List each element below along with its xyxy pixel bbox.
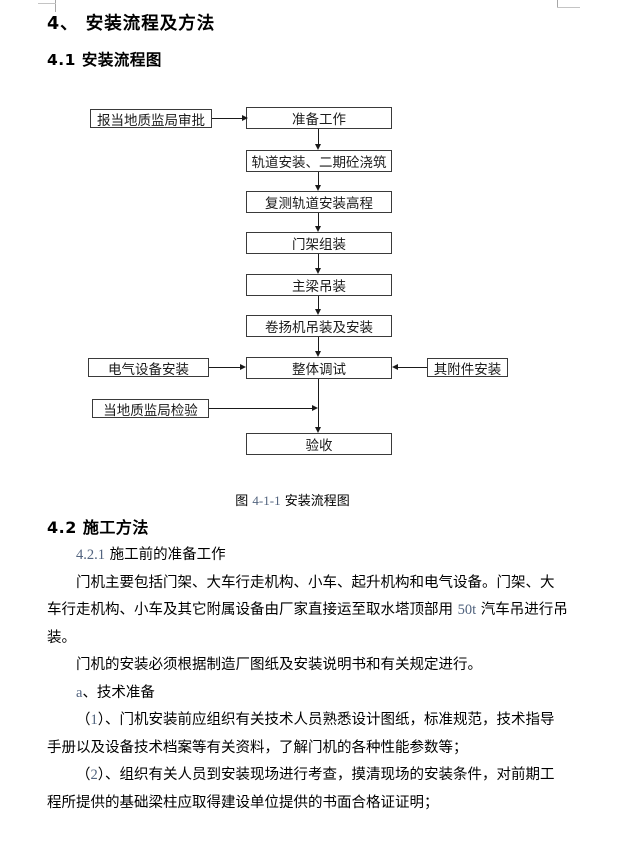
text-run: ）、组织有关人员到安装现场进行考查，摸清现场的安装条件，对前期工	[97, 767, 555, 783]
flow-box-quality-inspection: 当地质监局检验	[92, 399, 209, 419]
text-run: 图	[235, 494, 253, 509]
flow-box-resurvey-track: 复测轨道安装高程	[246, 191, 392, 213]
text-run: ）、门机安装前应组织有关技术人员熟悉设计图纸，标准规范，技术指导	[97, 712, 555, 728]
flow-box-attachment-install: 其附件安装	[427, 358, 508, 378]
latin-text-run: 1	[90, 712, 98, 728]
text-line: 装。	[47, 625, 587, 653]
figure-caption: 图 4-1-1 安装流程图	[0, 490, 585, 509]
text-line: 门机的安装必须根据制造厂图纸及安装说明书和有关规定进行。	[47, 652, 587, 680]
text-run: 门机的安装必须根据制造厂图纸及安装说明书和有关规定进行。	[76, 657, 482, 673]
flow-box-electrical-install: 电气设备安装	[88, 358, 209, 378]
flow-box-winch-install: 卷扬机吊装及安装	[246, 315, 392, 337]
text-line: 程所提供的基础梁柱应取得建设单位提供的书面合格证证明；	[47, 790, 587, 818]
text-run: （	[76, 767, 91, 783]
text-run: 车行走机构、小车及其它附属设备由厂家直接运至取水塔顶部用	[47, 602, 458, 618]
latin-text-run: 2	[90, 767, 98, 783]
latin-text-run: a	[76, 684, 83, 701]
latin-text-run: 4.2.1	[76, 547, 105, 563]
flow-box-main-beam-hoist: 主梁吊装	[246, 274, 392, 296]
text-run: 汽车吊进行吊	[476, 602, 568, 618]
latin-text-run: 50t	[457, 602, 477, 618]
text-line: 车行走机构、小车及其它附属设备由厂家直接运至取水塔顶部用 50t 汽车吊进行吊	[47, 597, 587, 625]
flow-box-track-install: 轨道安装、二期砼浇筑	[246, 150, 392, 172]
text-run: 安装流程图	[280, 494, 350, 509]
latin-text-run: 4-1-1	[252, 493, 281, 508]
text-line: （2）、组织有关人员到安装现场进行考查，摸清现场的安装条件，对前期工	[47, 762, 587, 790]
flow-box-preparation: 准备工作	[246, 107, 392, 129]
text-run: 装。	[47, 629, 76, 646]
heading-flowchart-section: 4.1 安装流程图	[47, 51, 162, 69]
flow-box-overall-debugging: 整体调试	[246, 357, 392, 379]
text-run: 门机主要包括门架、大车行走机构、小车、起升机构和电气设备。门架、大	[76, 574, 555, 591]
text-line: 手册以及设备技术档案等有关资料，了解门机的各种性能参数等；	[47, 735, 587, 763]
text-run: 施工前的准备工作	[105, 547, 226, 563]
text-run: （	[76, 712, 91, 728]
heading-construction-method: 4.2 施工方法	[47, 518, 149, 537]
text-line: a、技术准备	[47, 680, 587, 708]
body-text: 4.2.1 施工前的准备工作门机主要包括门架、大车行走机构、小车、起升机构和电气…	[47, 542, 587, 817]
text-line: （1）、门机安装前应组织有关技术人员熟悉设计图纸，标准规范，技术指导	[47, 707, 587, 735]
flow-box-acceptance: 验收	[246, 433, 392, 455]
text-run: 、技术准备	[82, 684, 155, 701]
flow-box-gantry-assembly: 门架组装	[246, 232, 392, 254]
flow-box-report-approval: 报当地质监局审批	[90, 109, 212, 129]
text-line: 门机主要包括门架、大车行走机构、小车、起升机构和电气设备。门架、大	[47, 570, 587, 598]
text-run: 手册以及设备技术档案等有关资料，了解门机的各种性能参数等；	[47, 739, 468, 756]
text-line: 4.2.1 施工前的准备工作	[47, 542, 587, 570]
heading-installation-process: 4、 安装流程及方法	[47, 14, 216, 34]
text-run: 程所提供的基础梁柱应取得建设单位提供的书面合格证证明；	[47, 794, 439, 811]
